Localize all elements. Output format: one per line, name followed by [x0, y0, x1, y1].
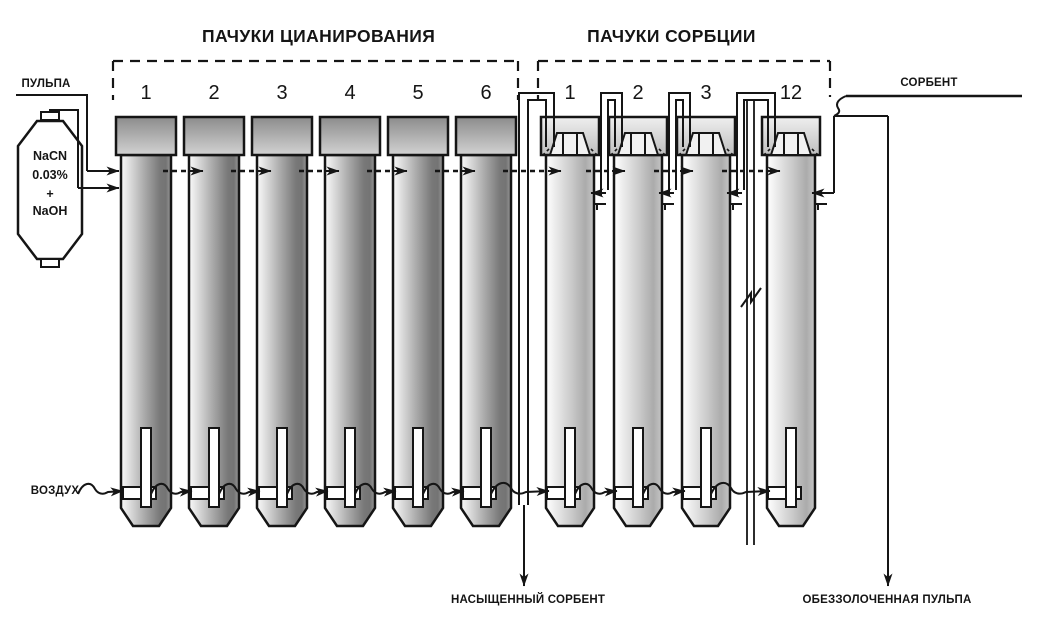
cyanidation-tank-3 [250, 115, 314, 528]
cyanidation-tank-4 [318, 115, 382, 528]
sorbent-feed-line [811, 94, 1022, 210]
sorption-tank-number-3: 3 [700, 82, 712, 104]
sorbent-transfer-pipe-1 [518, 92, 555, 587]
vessel-text-naoh: NaOH [32, 204, 68, 218]
sorbent-transfer-pipe-2 [590, 92, 623, 210]
sorption-tank-number-1: 1 [564, 82, 576, 104]
vessel-text-nacn: NaCN [32, 149, 68, 163]
sorption-tank-3 [675, 115, 737, 528]
reagent-inlet-pipe [49, 109, 120, 193]
cyanidation-tank-number-1: 1 [140, 82, 152, 104]
sorption-group-bracket [536, 59, 832, 100]
cyanidation-tank-1 [114, 115, 178, 528]
cyanidation-tank-number-2: 2 [208, 82, 220, 104]
cyanidation-tank-number-5: 5 [412, 82, 424, 104]
pulp-in-label: ПУЛЬПА [21, 78, 71, 90]
cyanidation-group-bracket [111, 59, 520, 100]
sorption-section-title: ПАЧУКИ СОРБЦИИ [587, 26, 756, 46]
vessel-text-plus: + [46, 187, 54, 201]
sorption-tank-12 [760, 115, 822, 528]
sorption-tank-number-2: 2 [632, 82, 644, 104]
sorbent-transfer-pipe-3 [658, 92, 691, 210]
barren-pulp-out-label: ОБЕЗЗОЛОЧЕННАЯ ПУЛЬПА [802, 594, 972, 606]
sorbent-transfer-pipe-4 [726, 92, 776, 210]
pulp-inlet-pipe [16, 94, 120, 176]
saturated-sorbent-out-label: НАСЫЩЕННЫЙ СОРБЕНТ [450, 594, 606, 606]
cyanidation-tank-6 [454, 115, 518, 528]
sorbent-in-label: СОРБЕНТ [900, 77, 958, 89]
diagram-break-lines [740, 100, 762, 545]
cyanidation-tank-number-3: 3 [276, 82, 288, 104]
cyanidation-tank-number-6: 6 [480, 82, 492, 104]
air-line [77, 481, 771, 497]
cyanidation-section-title: ПАЧУКИ ЦИАНИРОВАНИЯ [202, 26, 436, 46]
vessel-text-concentration: 0.03% [32, 168, 68, 182]
air-in-label: ВОЗДУХ [30, 485, 80, 497]
sorption-tank-2 [607, 115, 669, 528]
cyanidation-tank-2 [182, 115, 246, 528]
sorption-tank-number-12: 12 [779, 82, 803, 104]
sorption-tank-1 [539, 115, 601, 528]
barren-pulp-line [834, 115, 893, 587]
cyanidation-tank-5 [386, 115, 450, 528]
cyanidation-tank-number-4: 4 [344, 82, 356, 104]
reagent-vessel [16, 111, 84, 268]
